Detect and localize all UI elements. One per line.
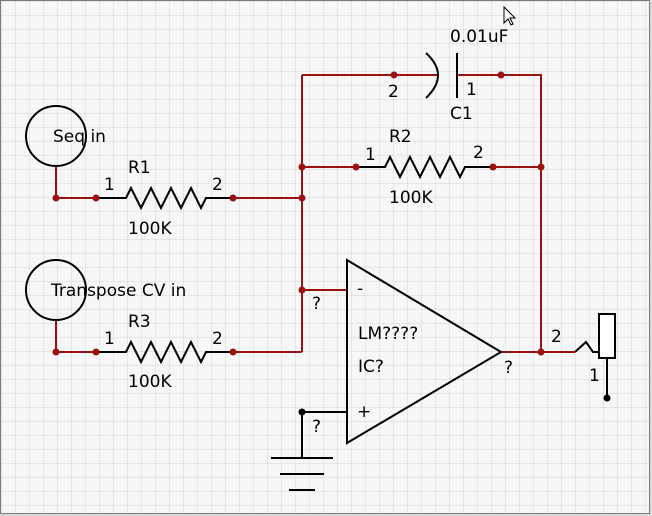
junction-dot [229, 194, 237, 202]
junction-dot [603, 394, 611, 402]
junction-dot [52, 348, 60, 356]
r1-ref: R1 [128, 158, 151, 178]
junction-dot [298, 194, 306, 202]
r2-value: 100K [389, 188, 433, 208]
r3-ref: R3 [128, 312, 151, 332]
junction-dot [497, 71, 505, 79]
opamp-pin-out: ? [504, 358, 513, 378]
r3-pin1: 1 [104, 329, 115, 349]
r1-pin2: 2 [212, 175, 223, 195]
input-label-seq: Seq in [53, 127, 106, 147]
resistor-r2[interactable] [356, 154, 493, 180]
junction-dot [52, 194, 60, 202]
junction-dot [537, 348, 545, 356]
opamp-pin-plus: ? [312, 417, 321, 437]
opamp-plus: + [357, 402, 371, 422]
c1-pin2: 2 [388, 82, 399, 102]
input-label-transpose: Transpose CV in [50, 281, 186, 301]
junction-dot [92, 348, 100, 356]
opamp-part: LM???? [358, 324, 418, 344]
wire-c1-right[interactable] [501, 74, 542, 352]
junction-dot [390, 71, 398, 79]
resistor-r1[interactable] [96, 185, 233, 211]
mouse-cursor-icon [503, 5, 517, 26]
r1-pin1: 1 [104, 175, 115, 195]
c1-value: 0.01uF [450, 27, 508, 47]
r2-pin1: 1 [365, 145, 376, 165]
opamp-pin-minus: ? [312, 294, 321, 314]
junction-dot [298, 163, 306, 171]
opamp-minus: - [357, 279, 363, 299]
output-connector[interactable] [574, 313, 616, 398]
input-connector-seq[interactable] [25, 105, 87, 167]
capacitor-c1[interactable] [425, 52, 458, 99]
junction-dot [537, 163, 545, 171]
c1-ref: C1 [450, 104, 473, 124]
output-pin1: 1 [589, 366, 600, 386]
junction-dot [229, 348, 237, 356]
junction-dots [52, 71, 611, 416]
junction-dot [298, 408, 306, 416]
input-connector-transpose[interactable] [25, 259, 87, 321]
junction-dot [352, 163, 360, 171]
labels: Seq in Transpose CV in 1 R1 2 100K 1 R3 … [50, 27, 600, 437]
ground-icon [271, 457, 333, 491]
r3-pin2: 2 [212, 329, 223, 349]
junction-dot [298, 286, 306, 294]
r2-ref: R2 [389, 127, 412, 147]
opamp-ref: IC? [358, 357, 384, 377]
resistor-r3[interactable] [96, 339, 233, 365]
junction-dot [92, 194, 100, 202]
r3-value: 100K [128, 372, 172, 392]
opamp-ic[interactable] [346, 258, 503, 445]
output-pin2: 2 [551, 327, 562, 347]
c1-pin1: 1 [466, 80, 477, 100]
r2-pin2: 2 [473, 143, 484, 163]
junction-dot [489, 163, 497, 171]
r1-value: 100K [128, 219, 172, 239]
